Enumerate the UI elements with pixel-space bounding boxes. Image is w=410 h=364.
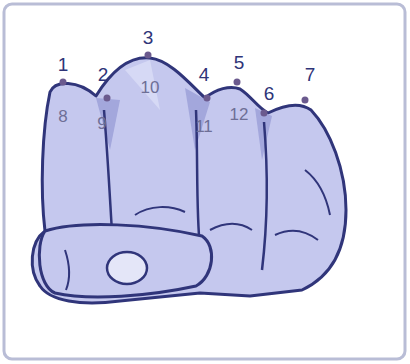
callout-number: 10	[141, 79, 160, 96]
shade	[255, 108, 272, 160]
fist-outline	[32, 58, 346, 303]
callout-number: 12	[230, 106, 249, 123]
fold	[210, 224, 252, 230]
dot	[104, 95, 111, 102]
callout-number: 3	[143, 28, 154, 47]
callout-number: 7	[305, 65, 316, 84]
dot	[145, 52, 152, 59]
finger-line	[262, 122, 267, 270]
callout-number: 2	[98, 65, 109, 84]
callout-number: 1	[58, 55, 69, 74]
callout-number: 5	[234, 53, 245, 72]
dot	[261, 110, 268, 117]
thumb-crease	[65, 250, 69, 290]
fold	[305, 170, 330, 215]
dot	[204, 95, 211, 102]
dot	[234, 79, 241, 86]
callout-dots	[60, 52, 309, 117]
fold	[275, 231, 318, 240]
thumbnail	[107, 252, 147, 284]
callout-number: 4	[199, 65, 210, 84]
highlight	[125, 60, 160, 110]
callout-number: 11	[195, 118, 213, 135]
callout-number: 6	[264, 84, 275, 103]
dot	[302, 97, 309, 104]
frame	[4, 4, 405, 359]
dot	[60, 79, 67, 86]
shade	[96, 98, 120, 150]
thumb	[39, 225, 211, 297]
fold	[135, 207, 185, 215]
callout-number: 8	[58, 108, 67, 125]
callout-number: 9	[97, 115, 106, 132]
